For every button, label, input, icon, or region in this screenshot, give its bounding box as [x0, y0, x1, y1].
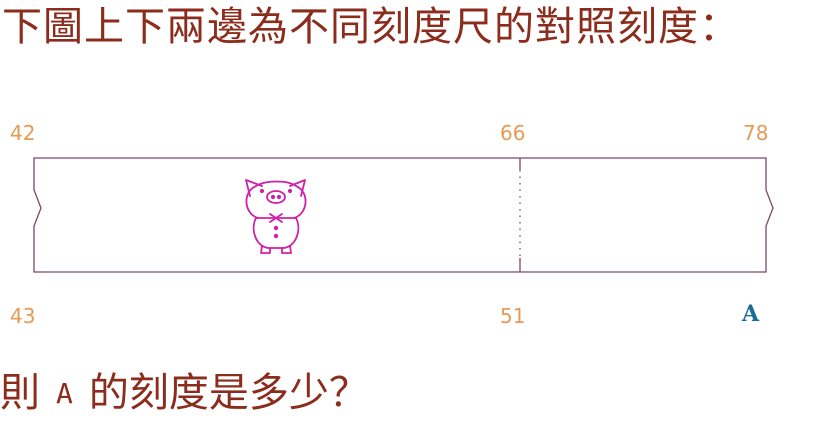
- top-scale-right-value: 78: [743, 121, 769, 145]
- question-variable: A: [56, 377, 73, 410]
- bottom-scale-left-value: 43: [10, 304, 36, 328]
- question-suffix: 的刻度是多少？: [88, 370, 369, 416]
- top-scale-middle-value: 66: [500, 121, 526, 145]
- bottom-scale-middle-value: 51: [500, 304, 526, 328]
- problem-heading: 下圖上下兩邊為不同刻度尺的對照刻度：: [2, 4, 740, 50]
- unknown-value-a: A: [742, 301, 760, 327]
- top-scale-left-value: 42: [10, 121, 36, 145]
- pig-icon: [245, 179, 307, 254]
- question-prefix: 則: [0, 370, 40, 416]
- strip-outline: [33, 157, 774, 273]
